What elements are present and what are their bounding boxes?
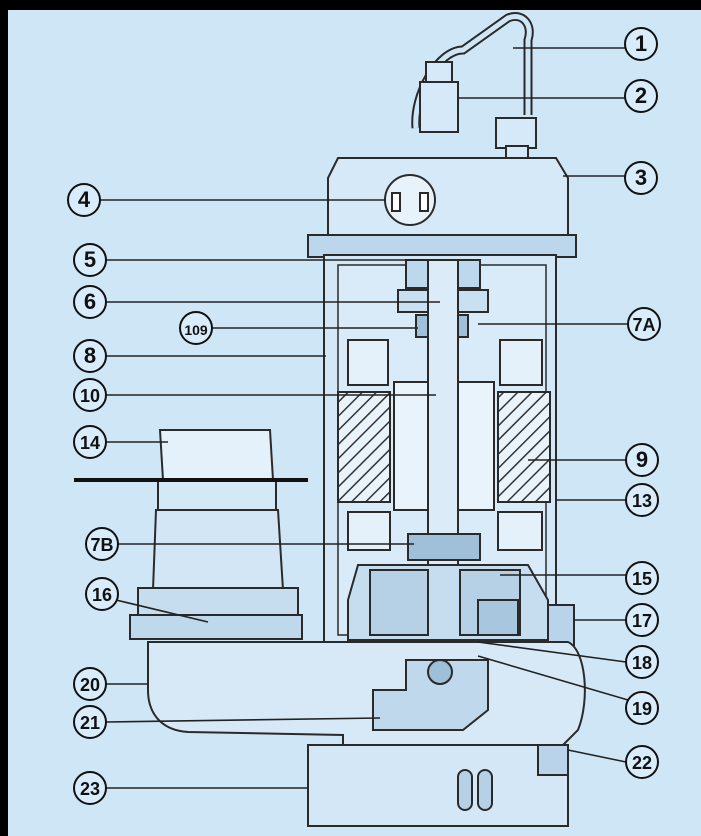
callout-18: 18 (477, 641, 659, 679)
discharge-flange (129, 614, 303, 640)
lifting-eye (425, 61, 453, 85)
impeller (372, 659, 489, 731)
callout-8: 8 (73, 339, 326, 373)
callout-label: 14 (80, 433, 100, 453)
callout-20: 20 (73, 667, 148, 701)
callout-circle (624, 27, 658, 61)
motor-cover (327, 157, 569, 239)
callout-label: 3 (635, 165, 647, 190)
callout-label: 20 (80, 675, 100, 695)
strainer-stand (307, 744, 569, 827)
leader-line (477, 641, 627, 663)
callout-label: 7B (90, 535, 113, 555)
callout-4: 4 (67, 183, 386, 217)
callout-6: 6 (73, 285, 440, 319)
callout-21: 21 (73, 705, 381, 739)
callout-14: 14 (73, 425, 168, 459)
callout-label: 23 (80, 779, 100, 799)
callout-label: 17 (632, 611, 652, 631)
callout-circle (625, 443, 659, 477)
leader-line (477, 655, 629, 701)
callout-15: 15 (500, 561, 659, 595)
callout-circle (73, 243, 107, 277)
callout-label: 13 (632, 491, 652, 511)
callout-label: 18 (632, 653, 652, 673)
callout-label: 1 (635, 31, 647, 56)
callout-circle (625, 483, 659, 517)
callout-label: 19 (632, 699, 652, 719)
callout-109: 109 (179, 311, 418, 345)
callout-circle (73, 285, 107, 319)
callout-13: 13 (556, 483, 659, 517)
callout-circle (67, 183, 101, 217)
callout-circle (73, 667, 107, 701)
callout-17: 17 (574, 603, 659, 637)
callout-22: 22 (567, 745, 659, 779)
callout-label: 6 (84, 289, 96, 314)
callout-circle (73, 378, 107, 412)
leader-line (115, 599, 209, 623)
callout-circle (625, 691, 659, 725)
callout-label: 10 (80, 386, 100, 406)
callout-19: 19 (477, 655, 659, 725)
callout-3: 3 (563, 161, 658, 195)
callout-label: 109 (184, 322, 208, 338)
callout-label: 4 (78, 187, 91, 212)
pump-casing (147, 641, 586, 746)
callout-label: 21 (80, 713, 100, 733)
callout-9: 9 (528, 443, 659, 477)
callout-circle (73, 705, 107, 739)
callout-circle (624, 161, 658, 195)
callout-circle (73, 425, 107, 459)
leader-line (567, 749, 627, 763)
callout-1: 1 (513, 27, 658, 61)
callout-circle (179, 311, 213, 345)
stator-right (497, 391, 551, 503)
callout-16: 16 (85, 577, 209, 623)
stator-left (337, 391, 391, 503)
callout-7A: 7A (478, 307, 661, 341)
callout-label: 16 (92, 585, 112, 605)
callout-circle (625, 745, 659, 779)
callout-label: 9 (636, 447, 648, 472)
callout-label: 2 (635, 83, 647, 108)
callout-circle (85, 527, 119, 561)
callout-circle (625, 645, 659, 679)
callout-10: 10 (73, 378, 436, 412)
cable-gland (495, 117, 537, 149)
callout-circle (85, 577, 119, 611)
callout-label: 8 (84, 343, 96, 368)
callout-label: 5 (84, 247, 96, 272)
callout-circle (625, 603, 659, 637)
callout-5: 5 (73, 243, 428, 277)
callout-circle (625, 561, 659, 595)
callout-label: 7A (632, 315, 655, 335)
discharge-hose-coupling (158, 429, 275, 481)
lower-bearing (407, 533, 481, 561)
callout-circle (624, 79, 658, 113)
callout-7B: 7B (85, 527, 414, 561)
callout-label: 15 (632, 569, 652, 589)
callout-23: 23 (73, 771, 308, 805)
pump-body (74, 12, 586, 827)
callout-2: 2 (458, 79, 658, 113)
callout-circle (73, 339, 107, 373)
callout-label: 22 (632, 753, 652, 773)
leader-line (105, 717, 381, 723)
callout-circle (73, 771, 107, 805)
callout-circle (627, 307, 661, 341)
